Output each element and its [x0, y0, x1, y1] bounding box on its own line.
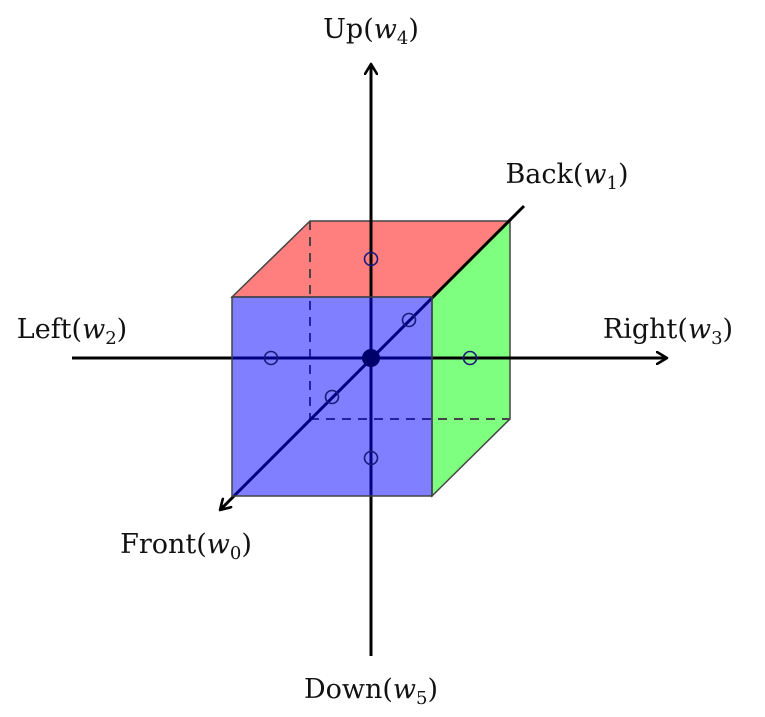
marker-up: [363, 251, 379, 267]
center-dot: [362, 349, 380, 367]
cube-front-face: [231, 296, 433, 497]
label-left: Left(w2): [17, 314, 127, 349]
label-back: Back(w1): [505, 159, 628, 194]
marker-right: [462, 350, 478, 366]
face-center-markers: [263, 251, 478, 466]
label-down: Down(w5): [304, 674, 438, 709]
label-up: Up(w4): [323, 14, 419, 49]
label-right: Right(w3): [603, 314, 733, 349]
marker-back: [401, 312, 417, 328]
marker-down: [363, 450, 379, 466]
marker-left: [263, 350, 279, 366]
marker-front: [324, 389, 340, 405]
label-front: Front(w0): [120, 529, 252, 564]
